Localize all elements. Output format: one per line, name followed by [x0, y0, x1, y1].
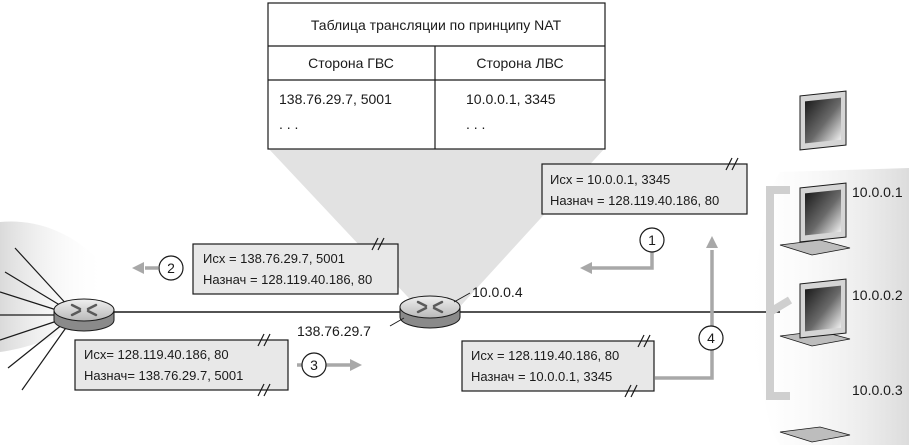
nat-router-icon: [389, 292, 471, 329]
router-wan-ip: 138.76.29.7: [297, 323, 371, 339]
host-1-ip: 10.0.0.1: [852, 184, 903, 200]
step-1: 1: [639, 227, 665, 253]
nat-row-lan: 10.0.0.1, 3345: [466, 91, 556, 107]
router-lan-ip: 10.0.0.4: [472, 284, 523, 300]
host-3-ip: 10.0.0.3: [852, 382, 903, 398]
step-4: 4: [698, 325, 724, 351]
packet-3-src: Исх= 128.119.40.186, 80: [84, 347, 229, 362]
host-1-icon: [779, 90, 851, 256]
packet-1-dst: Назнач = 128.119.40.186, 80: [550, 193, 719, 208]
lan-cabling: [766, 186, 793, 400]
step-3-label: 3: [310, 357, 318, 373]
packet-1: Исх = 10.0.0.1, 3345 Назнач = 128.119.40…: [541, 157, 748, 215]
packet-3-dst: Назнач= 138.76.29.7, 5001: [84, 368, 243, 383]
nat-ellipsis-wan: . . .: [279, 116, 298, 132]
step-2: 2: [158, 255, 184, 281]
packet-2-src: Исх = 138.76.29.7, 5001: [203, 251, 345, 266]
packet-4-src: Исх = 128.119.40.186, 80: [471, 348, 619, 363]
arrow-heads: [132, 236, 718, 371]
packet-2-dst: Назнач = 128.119.40.186, 80: [203, 272, 372, 287]
nat-table-cone: [268, 148, 605, 312]
packet-2: Исх = 138.76.29.7, 5001 Назнач = 128.119…: [192, 237, 399, 295]
host-3-icon: [779, 278, 851, 443]
step-1-label: 1: [648, 232, 656, 248]
packet-4-dst: Назнач = 10.0.0.1, 3345: [471, 369, 612, 384]
nat-table: Таблица трансляции по принципу NAT Сторо…: [267, 2, 606, 150]
nat-row-wan: 138.76.29.7, 5001: [279, 91, 392, 107]
packet-1-src: Исх = 10.0.0.1, 3345: [550, 172, 670, 187]
nat-table-title: Таблица трансляции по принципу NAT: [311, 17, 562, 33]
host-2-ip: 10.0.0.2: [852, 287, 903, 303]
packet-3: Исх= 128.119.40.186, 80 Назнач= 138.76.2…: [74, 333, 289, 397]
step-2-label: 2: [167, 260, 175, 276]
nat-col-lan: Сторона ЛВС: [476, 55, 563, 71]
step-4-label: 4: [707, 330, 715, 346]
wan-router-icon: [53, 298, 115, 332]
step-3: 3: [301, 352, 327, 378]
nat-col-wan: Сторона ГВС: [308, 55, 394, 71]
nat-ellipsis-lan: . . .: [466, 116, 485, 132]
packet-4: Исх = 128.119.40.186, 80 Назнач = 10.0.0…: [461, 334, 655, 398]
